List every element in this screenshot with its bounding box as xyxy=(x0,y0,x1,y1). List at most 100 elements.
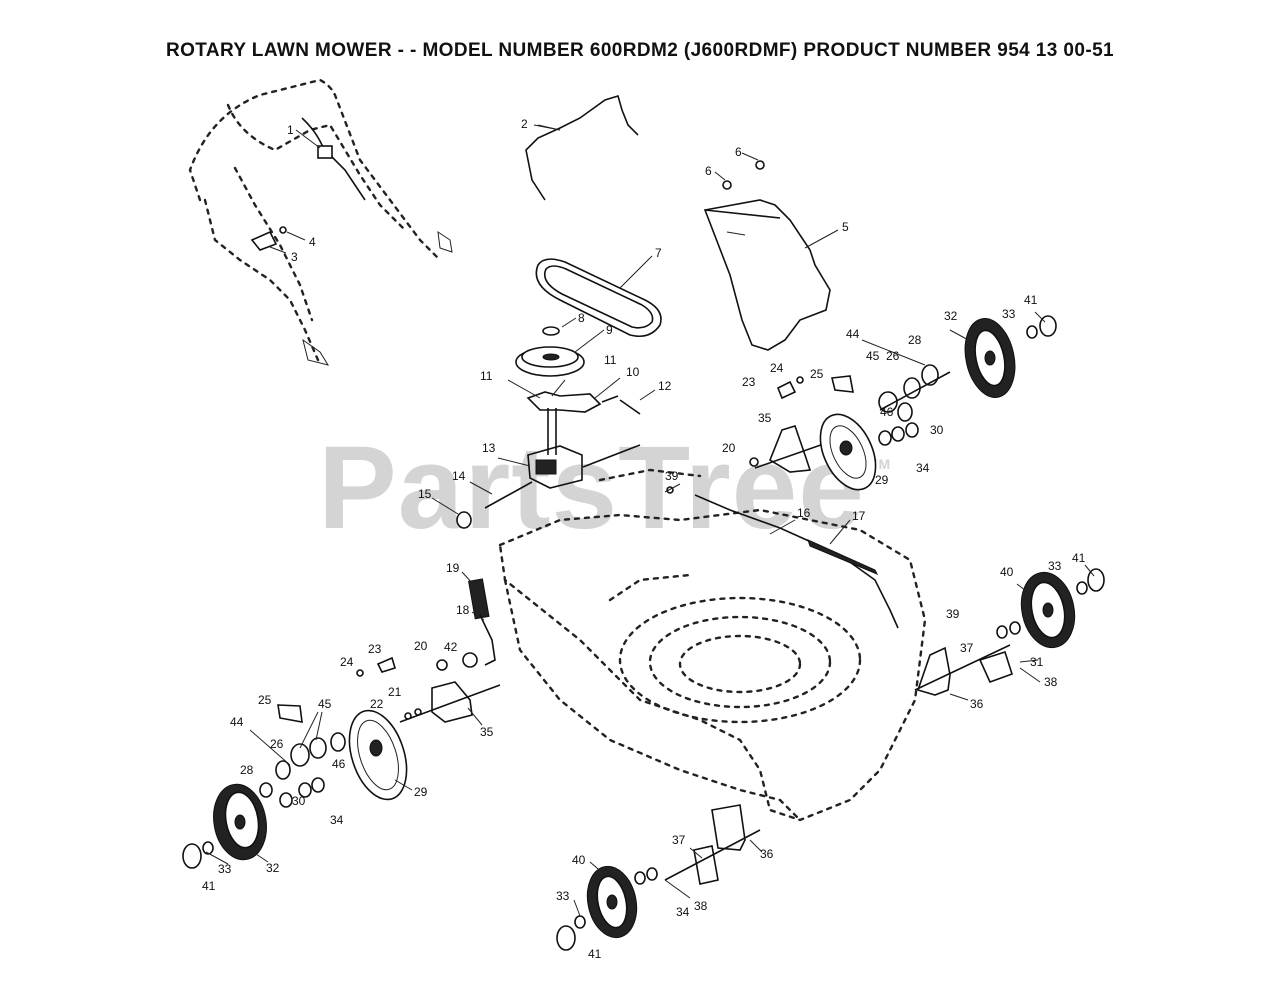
callout-label: 45 xyxy=(318,697,332,711)
callout-label: 29 xyxy=(875,473,889,487)
drive-axle xyxy=(431,444,641,529)
callout-label: 39 xyxy=(946,607,960,621)
height-adjust-rod xyxy=(664,483,899,629)
right-front-axle-bracket xyxy=(914,621,1041,701)
callout-label: 26 xyxy=(886,349,900,363)
callout-label: 32 xyxy=(944,309,958,323)
handle-knob-bracket xyxy=(250,226,306,254)
callout-label: 44 xyxy=(846,327,860,341)
control-cable xyxy=(295,117,366,201)
callout-label: 36 xyxy=(760,847,774,861)
bottom-front-wheel xyxy=(556,865,638,951)
callout-label: 33 xyxy=(218,862,232,876)
callout-label: 7 xyxy=(655,246,662,260)
callout-label: 30 xyxy=(930,423,944,437)
callout-label: 23 xyxy=(742,375,756,389)
callout-label: 6 xyxy=(735,145,742,159)
callout-label: 41 xyxy=(202,879,216,893)
callout-label: 39 xyxy=(665,469,679,483)
callout-label: 29 xyxy=(414,785,428,799)
callout-label: 8 xyxy=(578,311,585,325)
callout-label: 40 xyxy=(572,853,586,867)
bottom-front-axle-bracket xyxy=(634,804,763,899)
left-height-lever xyxy=(461,571,496,666)
callout-label: 19 xyxy=(446,561,460,575)
right-rear-wheel xyxy=(819,413,877,491)
left-rear-wheel xyxy=(348,709,413,801)
callout-label: 33 xyxy=(556,889,570,903)
callout-label: 6 xyxy=(705,164,712,178)
callout-label: 33 xyxy=(1002,307,1016,321)
left-front-wheel xyxy=(182,783,267,869)
callout-label: 20 xyxy=(414,639,428,653)
callout-label: 2 xyxy=(521,117,528,131)
callout-label: 46 xyxy=(880,405,894,419)
callout-label: 22 xyxy=(370,697,384,711)
callout-label: 26 xyxy=(270,737,284,751)
drive-belt xyxy=(535,255,662,338)
callout-label: 45 xyxy=(866,349,880,363)
callout-label: 34 xyxy=(916,461,930,475)
callout-label: 34 xyxy=(330,813,344,827)
callout-label: 38 xyxy=(1044,675,1058,689)
callout-label: 15 xyxy=(418,487,432,501)
callout-label: 9 xyxy=(606,323,613,337)
callout-label: 20 xyxy=(722,441,736,455)
left-rear-hardware xyxy=(249,704,346,808)
callout-label: 25 xyxy=(810,367,824,381)
callout-label: 11 xyxy=(480,369,493,383)
callout-label: 42 xyxy=(444,640,458,654)
callout-label: 21 xyxy=(388,685,402,699)
callout-label: 46 xyxy=(332,757,346,771)
callout-label: 37 xyxy=(672,833,686,847)
callout-label: 41 xyxy=(1024,293,1038,307)
callout-label: 13 xyxy=(482,441,496,455)
callout-label: 31 xyxy=(1030,655,1044,669)
callout-label: 4 xyxy=(309,235,316,249)
rear-grass-chute xyxy=(703,160,839,351)
callout-label: 24 xyxy=(340,655,354,669)
handle-rod xyxy=(525,94,639,201)
callout-label: 14 xyxy=(452,469,466,483)
callout-label: 41 xyxy=(1072,551,1086,565)
right-front-wheel xyxy=(1020,568,1105,649)
right-rear-hardware xyxy=(861,339,951,446)
callout-label: 35 xyxy=(480,725,494,739)
callout-label: 37 xyxy=(960,641,974,655)
callout-label: 38 xyxy=(694,899,708,913)
callout-label: 32 xyxy=(266,861,280,875)
callout-label: 16 xyxy=(797,506,811,520)
callout-label: 10 xyxy=(626,365,640,379)
transmission-assembly xyxy=(497,377,621,489)
callout-label: 25 xyxy=(258,693,272,707)
callout-label: 24 xyxy=(770,361,784,375)
right-front-wheel-top xyxy=(964,315,1057,398)
drive-pulley xyxy=(515,317,605,377)
left-axle-bracket xyxy=(356,652,501,726)
callout-label: 3 xyxy=(291,250,298,264)
callout-label: 23 xyxy=(368,642,382,656)
callout-label: 44 xyxy=(230,715,244,729)
callout-label: 18 xyxy=(456,603,470,617)
handle-assembly xyxy=(188,78,453,366)
callout-label: 12 xyxy=(658,379,672,393)
callout-label: 28 xyxy=(908,333,922,347)
leader-lines xyxy=(205,124,1095,917)
callout-label: 41 xyxy=(588,947,602,961)
callout-label: 40 xyxy=(1000,565,1014,579)
callout-label: 5 xyxy=(842,220,849,234)
callout-label: 35 xyxy=(758,411,772,425)
callout-label: 30 xyxy=(292,794,306,808)
callout-label: 33 xyxy=(1048,559,1062,573)
callout-label: 36 xyxy=(970,697,984,711)
mower-deck xyxy=(498,468,927,822)
callout-labels: 1 2 3 4 5 6 6 7 8 9 10 11 11 12 13 14 15… xyxy=(202,117,1086,961)
bolt xyxy=(619,389,656,415)
callout-label: 1 xyxy=(287,123,294,137)
callout-label: 11 xyxy=(604,353,617,367)
callout-label: 17 xyxy=(852,509,866,523)
diagram-title: ROTARY LAWN MOWER - - MODEL NUMBER 600RD… xyxy=(165,40,1115,61)
callout-label: 28 xyxy=(240,763,254,777)
callout-label: 34 xyxy=(676,905,690,919)
